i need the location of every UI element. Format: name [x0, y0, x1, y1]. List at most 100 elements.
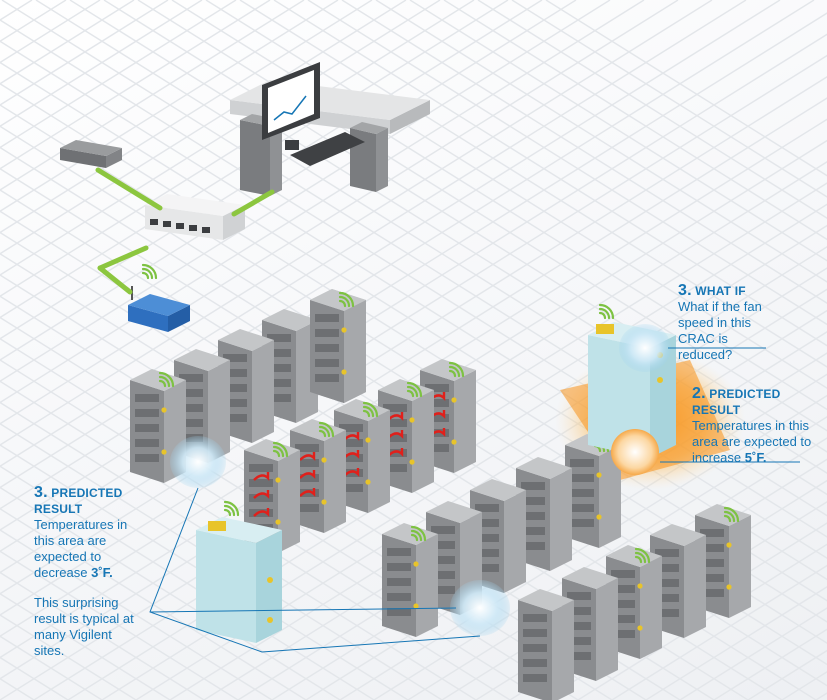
- grid-line: [545, 0, 827, 177]
- rack-slot: [315, 344, 339, 352]
- grid-line: [0, 0, 747, 468]
- rack-slot: [179, 389, 203, 397]
- sensor-led: [596, 514, 602, 520]
- grid-line: [0, 0, 339, 213]
- airflow-arrow: [299, 470, 316, 479]
- wifi-arc: [338, 291, 355, 308]
- rack-slot: [521, 542, 545, 550]
- sensor-led: [596, 472, 602, 478]
- rack-slot: [700, 574, 724, 582]
- rack-slot: [267, 394, 291, 402]
- left-result-number: 3.: [34, 484, 48, 501]
- rack-slot: [431, 586, 455, 594]
- wifi-arc: [410, 533, 419, 542]
- wifi-icon: [410, 525, 427, 542]
- grid-line: [511, 0, 827, 198]
- link-arrow: [231, 189, 275, 217]
- rack-slot: [249, 464, 273, 472]
- wifi-icon: [598, 303, 615, 320]
- rack-slot: [655, 579, 679, 587]
- rack-slot: [387, 578, 411, 586]
- grid-line: [443, 0, 827, 241]
- sensor-led: [321, 457, 327, 463]
- wifi-arc: [406, 385, 419, 398]
- magnifier-circles: [170, 324, 671, 636]
- server-rack-top: [174, 349, 230, 371]
- rack-slot: [431, 541, 455, 549]
- grid-line: [0, 0, 407, 255]
- rack-slot: [475, 564, 499, 572]
- server-rack-side: [504, 490, 526, 593]
- server-rack-side: [596, 578, 618, 681]
- switch-port: [163, 221, 171, 227]
- leader-line: [149, 607, 457, 613]
- server-rack: [130, 369, 186, 483]
- desk-leg-right-side: [376, 128, 388, 192]
- network-switch-top: [145, 194, 245, 216]
- server-rack-side: [454, 370, 476, 473]
- rack-slot: [700, 559, 724, 567]
- grid-line: [0, 401, 477, 700]
- wifi-arc: [141, 271, 150, 280]
- rack-slot: [383, 464, 407, 472]
- rack-slot: [249, 479, 273, 487]
- wifi-arc: [598, 311, 607, 320]
- rack-slot: [295, 474, 319, 482]
- server-rack-side: [208, 360, 230, 463]
- rack-slot: [475, 504, 499, 512]
- server-rack-top: [262, 309, 318, 331]
- rack-slot: [339, 439, 363, 447]
- rack-slot: [475, 519, 499, 527]
- grid-line: [0, 0, 237, 149]
- wifi-arc: [141, 267, 154, 280]
- desk-leg-right: [350, 122, 388, 192]
- rack-slot: [339, 484, 363, 492]
- sensor-led: [365, 479, 371, 485]
- server-rack-side: [278, 450, 300, 553]
- rack-slot: [431, 556, 455, 564]
- server-rack-side: [252, 340, 274, 443]
- sensor-led: [341, 369, 347, 375]
- rack-slot: [570, 489, 594, 497]
- rack-slot: [567, 622, 591, 630]
- grid-line: [239, 0, 827, 368]
- wifi-arc: [272, 449, 281, 458]
- desk-top-side: [390, 100, 430, 134]
- wifi-icon: [634, 547, 651, 564]
- sensor-led: [275, 519, 281, 525]
- rack-slot: [339, 424, 363, 432]
- sensor-led: [637, 583, 643, 589]
- wifi-arc: [362, 401, 379, 418]
- wireless-router: [128, 294, 190, 332]
- server-rack-top: [516, 457, 572, 479]
- rack-slot: [223, 369, 247, 377]
- rack-slot: [267, 379, 291, 387]
- cool-zone-lens: [450, 580, 510, 636]
- rack-slot: [135, 409, 159, 417]
- server-rack-side: [368, 410, 390, 513]
- grid-line: [341, 0, 827, 304]
- wifi-arc: [410, 529, 423, 542]
- wifi-arc: [223, 504, 236, 517]
- rack-slot: [179, 404, 203, 412]
- crac-left-side: [256, 530, 282, 643]
- rack-slot: [425, 384, 449, 392]
- grid-line: [0, 0, 271, 170]
- wifi-arc: [634, 551, 647, 564]
- rack-slot: [315, 314, 339, 322]
- rack-slot: [223, 399, 247, 407]
- wifi-arc: [272, 441, 289, 458]
- grid-line: [409, 0, 827, 262]
- sensor-led: [409, 459, 415, 465]
- rack-slot: [700, 529, 724, 537]
- wifi-icon: [158, 371, 175, 388]
- wifi-arc: [723, 506, 740, 523]
- right-result-value: 5˚F.: [744, 450, 767, 465]
- rack-slot: [611, 630, 635, 638]
- airflow-arrow: [253, 490, 270, 499]
- wifi-arc: [406, 381, 423, 398]
- rack-slot: [339, 469, 363, 477]
- server-rack-side: [684, 535, 706, 638]
- right-result-heading: 2. PREDICTED RESULT: [692, 386, 826, 418]
